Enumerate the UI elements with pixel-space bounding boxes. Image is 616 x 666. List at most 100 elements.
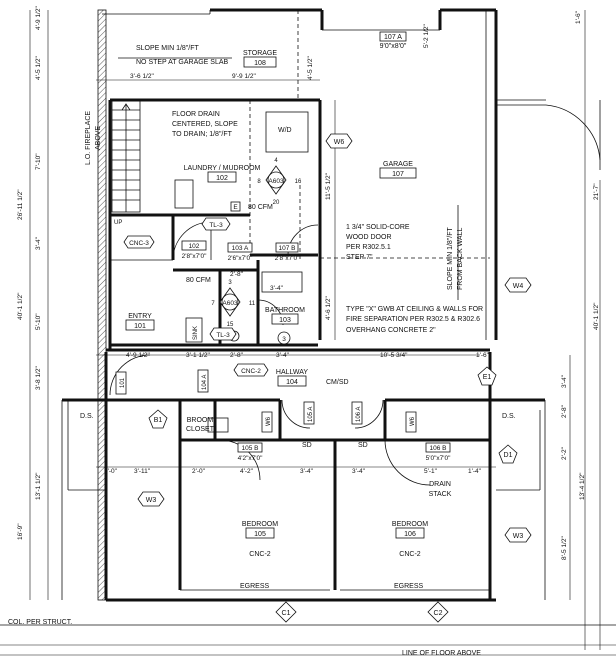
door-tag-105b: 105 B 4'2"x7'0": [238, 442, 263, 462]
svg-text:105 B: 105 B: [242, 445, 259, 452]
svg-text:13'-4 1/2": 13'-4 1/2": [579, 472, 586, 500]
svg-text:3'-1 1/2": 3'-1 1/2": [186, 352, 210, 359]
note-no-step: NO STEP AT GARAGE SLAB: [136, 59, 229, 66]
svg-text:CNC-2: CNC-2: [249, 551, 270, 558]
svg-text:107 A: 107 A: [384, 34, 402, 41]
svg-text:103 A: 103 A: [232, 245, 249, 252]
svg-text:103: 103: [279, 317, 291, 324]
garage-label: GARAGE 107: [379, 161, 417, 179]
note-fireplace-2: ABOVE: [95, 126, 102, 150]
note-sd-1: SD: [302, 442, 312, 449]
svg-text:10'-5 3/4": 10'-5 3/4": [380, 352, 408, 359]
door-tag-103a: 103 A 2'6"x7'0": [228, 242, 253, 262]
svg-text:1'-4": 1'-4": [468, 468, 482, 475]
svg-text:13'-1 1/2": 13'-1 1/2": [35, 472, 42, 500]
door-tag-106a: 106 A: [351, 401, 363, 425]
svg-text:3'-4": 3'-4": [300, 468, 314, 475]
svg-text:102: 102: [216, 175, 228, 182]
svg-text:102: 102: [189, 243, 200, 250]
svg-text:W6: W6: [410, 416, 416, 426]
svg-text:3'-4": 3'-4": [270, 285, 284, 292]
svg-text:11'-5 1/2": 11'-5 1/2": [325, 172, 332, 200]
svg-text:GARAGE: GARAGE: [383, 161, 413, 168]
tag-w3-a: W3: [137, 491, 165, 507]
note-drain-stack-1: DRAIN: [429, 481, 451, 488]
note-door-1: 1 3/4" SOLID-CORE: [346, 224, 410, 231]
svg-text:11: 11: [249, 301, 256, 307]
svg-text:B1: B1: [154, 417, 163, 424]
tag-tl3-a: TL-3: [201, 217, 231, 231]
bathroom-label: BATHROOM 103: [265, 307, 305, 325]
svg-text:5'-2 1/2": 5'-2 1/2": [423, 24, 430, 48]
washer-dryer-box: [265, 111, 309, 153]
svg-text:106: 106: [404, 531, 416, 538]
svg-text:40'-1 1/2": 40'-1 1/2": [593, 302, 600, 330]
exterior-walls: [61, 8, 601, 602]
tag-tl3-b: TL-3: [209, 327, 237, 341]
svg-text:5'0"x7'0": 5'0"x7'0": [426, 455, 451, 462]
svg-text:3'-4": 3'-4": [35, 236, 42, 250]
svg-text:TL-3: TL-3: [209, 222, 223, 229]
svg-text:W3: W3: [513, 533, 524, 540]
laundry-label: LAUNDRY / MUDROOM 102: [184, 165, 261, 183]
svg-text:LAUNDRY / MUDROOM: LAUNDRY / MUDROOM: [184, 165, 261, 172]
svg-text:E1: E1: [483, 374, 492, 381]
note-drain-stack-2: STACK: [429, 491, 452, 498]
svg-text:40'-1 1/2": 40'-1 1/2": [17, 292, 24, 320]
svg-text:4'2"x7'0": 4'2"x7'0": [238, 455, 263, 462]
note-egress-1: EGRESS: [240, 583, 270, 590]
svg-text:BEDROOM: BEDROOM: [392, 521, 428, 528]
svg-text:20: 20: [273, 200, 280, 206]
storage-label: STORAGE 108: [243, 50, 277, 68]
svg-text:16: 16: [295, 179, 302, 185]
svg-text:3'-4": 3'-4": [561, 374, 568, 388]
note-80cfm-1: 80 CFM: [248, 204, 273, 211]
stair: [111, 99, 141, 213]
svg-text:106 B: 106 B: [430, 445, 447, 452]
west-foundation-wall: [97, 9, 107, 601]
dimension-lines: [0, 10, 616, 656]
section-marker-a603-b: A603 3 7 11 15: [211, 280, 255, 328]
note-door-3: PER R302.5.1: [346, 244, 391, 251]
note-80cfm-2: 80 CFM: [186, 277, 211, 284]
door-tag-105a: 105 A: [303, 401, 315, 425]
door-tag-102: 102 2'8"x7'0": [182, 240, 207, 260]
svg-text:3: 3: [228, 280, 232, 286]
svg-text:1'-0": 1'-0": [104, 468, 118, 475]
svg-text:105 A: 105 A: [308, 407, 314, 422]
svg-text:16'-9": 16'-9": [17, 523, 24, 540]
svg-text:106 A: 106 A: [356, 407, 362, 422]
svg-text:D1: D1: [504, 452, 513, 459]
note-slope: SLOPE MIN 1/8"/FT: [136, 45, 200, 52]
svg-text:BEDROOM: BEDROOM: [242, 521, 278, 528]
note-cm-sd: CM/SD: [326, 379, 349, 386]
svg-text:2'-8": 2'-8": [230, 271, 244, 278]
svg-text:3'-11": 3'-11": [134, 468, 151, 475]
sink-box: [185, 317, 203, 343]
note-gwb-2: FIRE SEPARATION PER R302.5 & R302.6: [346, 316, 480, 323]
tag-b1: B1: [148, 409, 168, 429]
interior-walls: [106, 10, 490, 590]
svg-text:TL-3: TL-3: [216, 332, 230, 339]
svg-text:105: 105: [254, 531, 266, 538]
svg-text:CNC-2: CNC-2: [399, 551, 420, 558]
entry-label: ENTRY 101: [125, 313, 155, 331]
note-door-2: WOOD DOOR: [346, 234, 392, 241]
svg-text:3'-4": 3'-4": [352, 468, 366, 475]
note-gwb-1: TYPE "X" GWB AT CEILING & WALLS FOR: [346, 306, 483, 313]
note-door-4: STEP 7": [346, 254, 373, 261]
stair-up-label: UP: [114, 220, 122, 226]
svg-text:104: 104: [286, 379, 298, 386]
svg-text:1'-6": 1'-6": [476, 352, 490, 359]
svg-text:2'-0": 2'-0": [192, 468, 206, 475]
svg-text:2'-8": 2'-8": [561, 404, 568, 418]
svg-text:5'-1": 5'-1": [424, 468, 438, 475]
svg-text:2'8"x7'0": 2'8"x7'0": [182, 253, 207, 260]
note-wd: W/D: [278, 127, 292, 134]
tag-w3-b: W3: [504, 527, 532, 543]
svg-text:W6: W6: [334, 139, 345, 146]
svg-text:E: E: [233, 204, 238, 211]
tag-d1: D1: [498, 444, 518, 464]
